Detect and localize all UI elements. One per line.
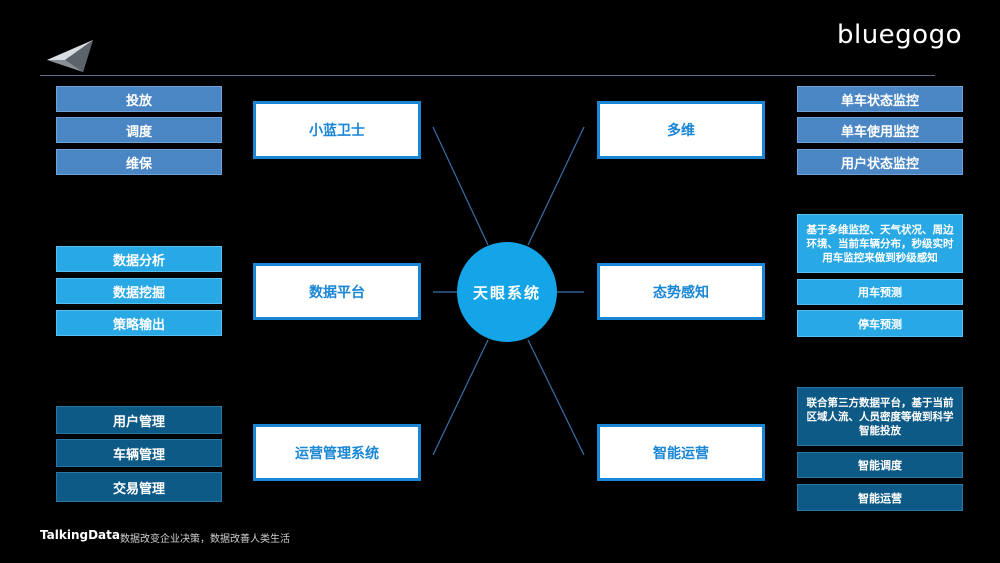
right-item-parking-forecast: 停车预测 [797, 310, 963, 337]
right-desc-situation: 基于多维监控、天气状况、周边环境、当前车辆分布，秒级实时用车监控来做到秒级感知 [797, 214, 963, 273]
node-data-platform: 数据平台 [253, 263, 421, 320]
left-item-user-mgmt: 用户管理 [56, 406, 222, 434]
left-item-data-analysis: 数据分析 [56, 246, 222, 272]
right-desc-smart-ops: 联合第三方数据平台，基于当前区域人流、人员密度等做到科学智能投放 [797, 387, 963, 446]
right-item-smart-operations: 智能运营 [797, 484, 963, 511]
center-node: 天眼系统 [457, 242, 557, 342]
connector-line [432, 126, 489, 246]
right-item-bike-status: 单车状态监控 [797, 86, 963, 112]
node-xiaolan-guard: 小蓝卫士 [253, 101, 421, 159]
header-divider [40, 75, 935, 76]
node-ops-system: 运营管理系统 [253, 424, 421, 481]
right-item-smart-dispatch: 智能调度 [797, 452, 963, 478]
left-item-weibao: 维保 [56, 149, 222, 175]
left-item-toufang: 投放 [56, 86, 222, 112]
connector-line [432, 339, 489, 456]
logo-shape-icon [47, 40, 93, 72]
connector-line [527, 339, 585, 456]
node-smart-ops: 智能运营 [597, 424, 765, 481]
footer-logo: TalkingData [40, 528, 120, 542]
brand-logo: bluegogo [836, 20, 962, 50]
connector-line [527, 126, 585, 246]
left-item-diaodu: 调度 [56, 117, 222, 143]
node-situation-awareness: 态势感知 [597, 263, 765, 320]
right-item-usage-forecast: 用车预测 [797, 279, 963, 305]
left-item-strategy-output: 策略输出 [56, 310, 222, 336]
left-item-vehicle-mgmt: 车辆管理 [56, 439, 222, 467]
right-item-user-status: 用户状态监控 [797, 149, 963, 175]
left-item-trade-mgmt: 交易管理 [56, 472, 222, 502]
node-multi-dim: 多维 [597, 101, 765, 159]
right-item-bike-usage: 单车使用监控 [797, 117, 963, 143]
footer-slogan: 数据改变企业决策，数据改善人类生活 [120, 534, 290, 545]
left-item-data-mining: 数据挖掘 [56, 278, 222, 304]
